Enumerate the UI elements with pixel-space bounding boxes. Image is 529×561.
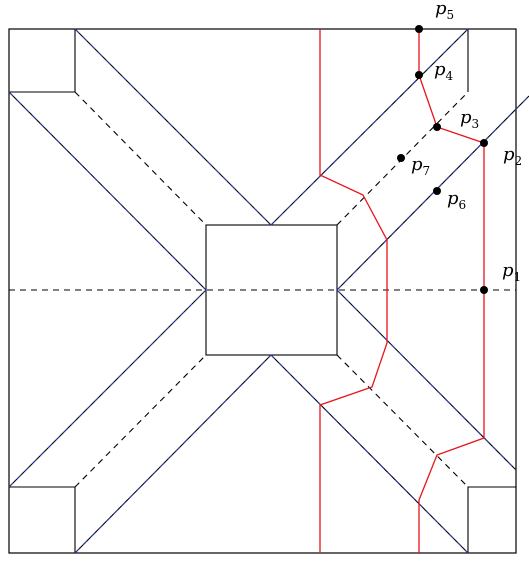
corner-square-top-left [9,29,76,93]
point-p6 [433,187,441,195]
corner-square-bottom-right [467,486,516,553]
label-p7: p7 [411,154,430,178]
label-p5: p5 [435,0,454,22]
point-p2 [480,139,488,147]
crease-br-inner [336,354,469,488]
corner-square-bottom-left [9,486,76,553]
crease-bl-inner [74,354,207,488]
red-path-left [319,29,388,553]
point-p7 [397,154,405,162]
crease-tl-inner [74,91,207,226]
blue-crease-lines [8,28,529,554]
point-p5 [415,25,423,33]
label-p2: p2 [503,144,522,168]
label-p3: p3 [460,107,479,131]
label-p6: p6 [447,188,466,212]
outer-square [8,28,517,554]
red-path-right [418,29,485,553]
point-p3 [433,123,441,131]
label-p4: p4 [434,59,454,83]
label-p1: p1 [502,260,521,284]
point-p4 [415,71,423,79]
point-p1 [480,286,488,294]
